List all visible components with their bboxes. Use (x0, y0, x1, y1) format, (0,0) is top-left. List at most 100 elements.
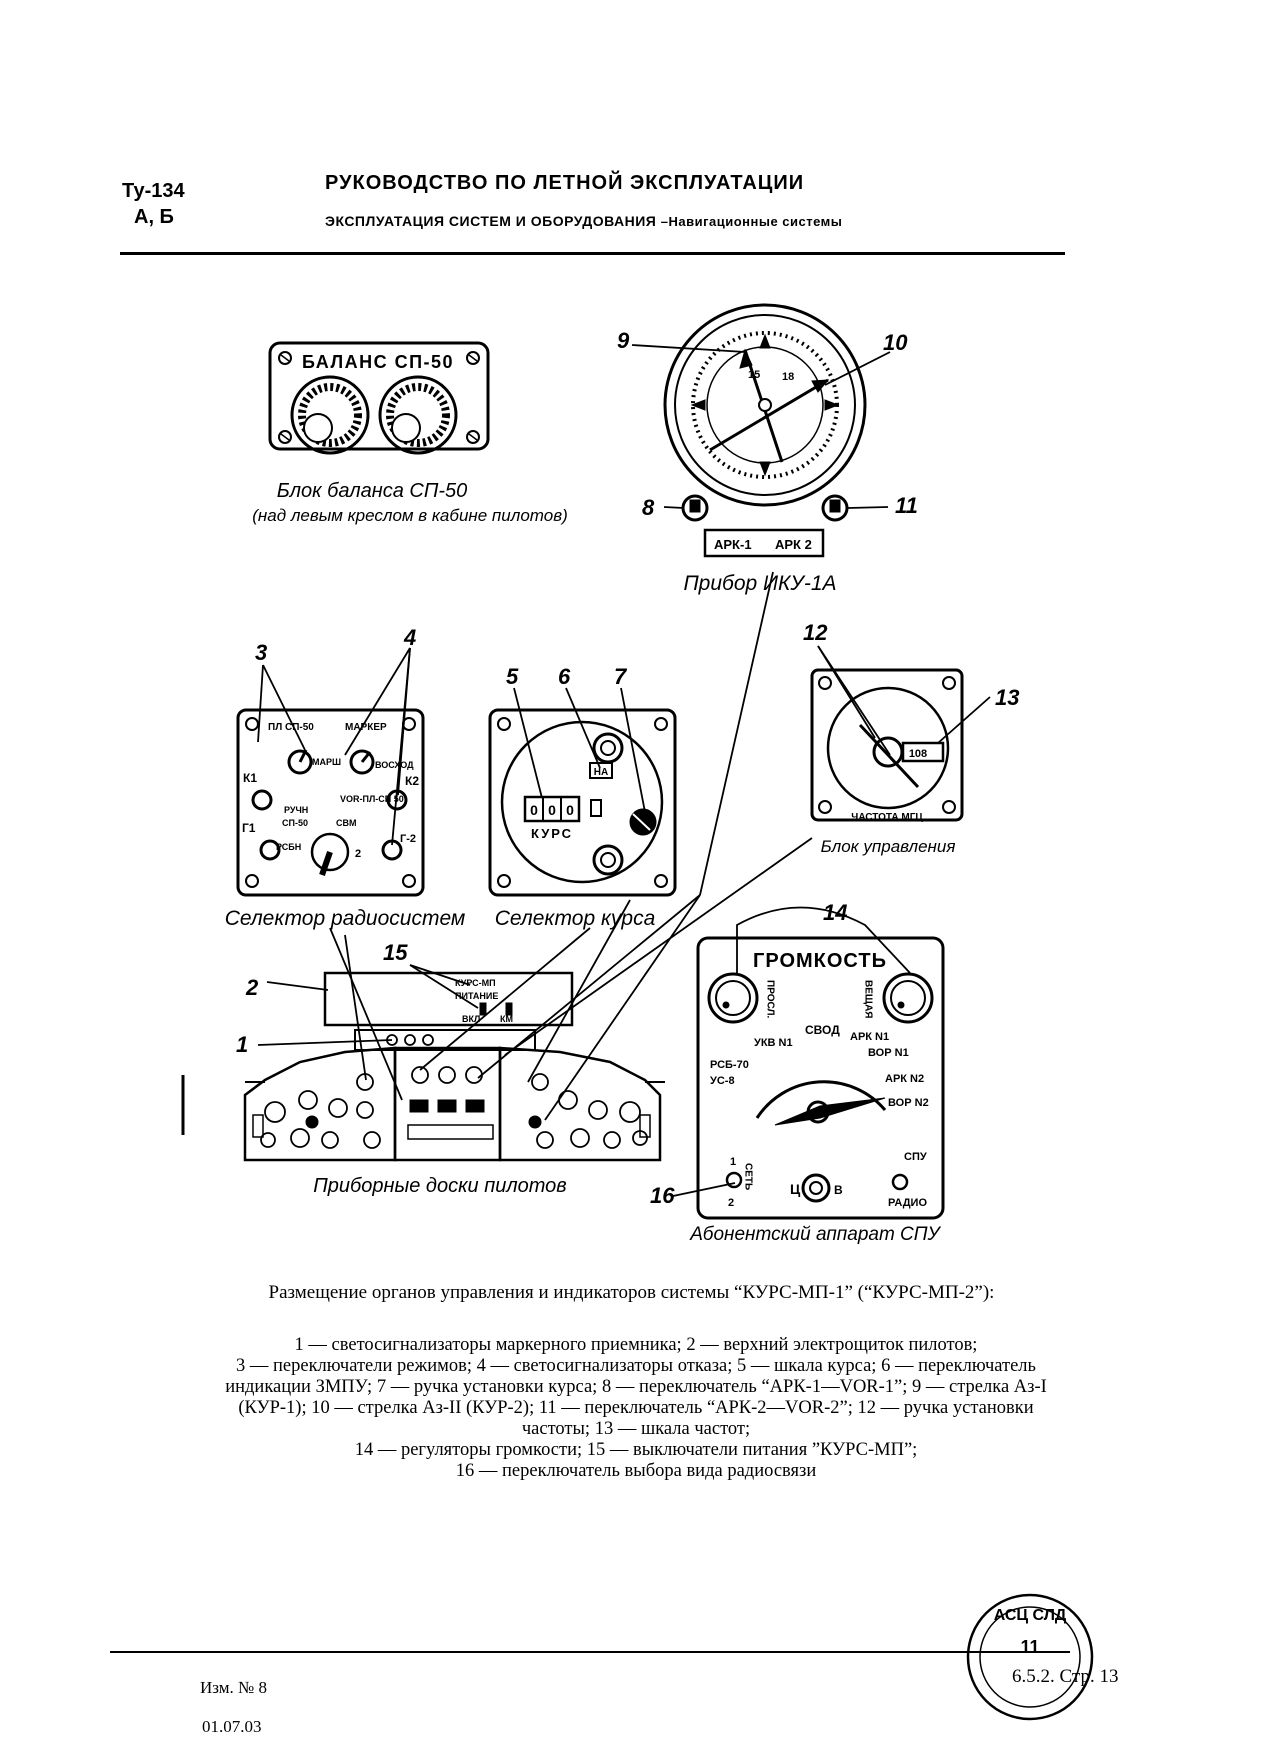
course-selector-caption: Селектор курса (495, 907, 656, 930)
legend-line: индикации ЗМПУ; 7 — ручка установки курс… (225, 1377, 1047, 1397)
sel-label-sp50: СП-50 (282, 818, 308, 828)
volume-label: ГРОМКОСТЬ (753, 950, 887, 972)
na-label: НА (594, 767, 608, 778)
callout-13: 13 (995, 685, 1019, 710)
volume-knob-broadcast (882, 972, 934, 1024)
callout-7: 7 (614, 664, 628, 689)
balance-block-sp50: БАЛАНС СП-50 Блок баланса СП-50 (над лев… (252, 341, 568, 525)
volume-knob-listen (707, 972, 759, 1024)
course-scale (523, 795, 581, 823)
upper-electro-panel: КУРС-МП ПИТАНИЕ ВКЛ КМ (323, 971, 574, 1027)
dial-18: 18 (782, 371, 794, 383)
balance-knob-left (290, 375, 370, 455)
course-digit-2: 0 (548, 802, 556, 818)
pos-vor2: ВОР N2 (888, 1097, 929, 1109)
pos-ark1: АРК N1 (850, 1031, 889, 1043)
document-title: РУКОВОДСТВО ПО ЛЕТНОЙ ЭКСПЛУАТАЦИИ (325, 172, 805, 194)
v-label: В (834, 1183, 843, 1197)
pos-rsb70: РСБ-70 (710, 1059, 749, 1071)
electro-label-vkl: ВКЛ (462, 1014, 480, 1024)
switch-arc1-vor1 (681, 494, 709, 522)
electro-label-pitanie: ПИТАНИЕ (455, 991, 498, 1001)
course-label: КУРС (531, 826, 573, 841)
frequency-scale (901, 741, 945, 763)
callout-9: 9 (617, 328, 630, 353)
page-number: 6.5.2. Стр. 13 (1012, 1666, 1119, 1687)
listen-label: ПРОСЛ. (765, 980, 776, 1018)
callout-5: 5 (506, 664, 519, 689)
electro-label-kurs: КУРС-МП (455, 978, 496, 988)
spu-subscriber-unit: ГРОМКОСТЬ ПРОСЛ. ВЕЩАЯ УКВ N1 СВОД АРК N… (689, 936, 945, 1245)
callout-15: 15 (383, 940, 408, 965)
callout-12: 12 (803, 620, 828, 645)
stamp-text: АСЦ СЛД (994, 1607, 1067, 1624)
pos-ukv1: УКВ N1 (754, 1037, 793, 1049)
course-set-knob (629, 808, 657, 836)
arc1-label: АРК-1 (714, 537, 752, 552)
callout-4: 4 (403, 625, 416, 650)
sel-label-marsh: МАРШ (312, 757, 341, 767)
arc2-label: АРК 2 (775, 537, 812, 552)
spu-label: СПУ (904, 1151, 927, 1163)
certification-stamp: АСЦ СЛД 11 (966, 1593, 1094, 1721)
balance-knob-right (378, 375, 458, 455)
pos-us8: УС-8 (710, 1075, 735, 1087)
sel-label-k1: К1 (243, 771, 257, 785)
callout-6: 6 (558, 664, 571, 689)
sel-label-pl: ПЛ СП-50 (268, 722, 314, 733)
stamp-number: 11 (1020, 1637, 1039, 1657)
frequency-label: ЧАСТОТА МГЦ (851, 812, 923, 823)
revision-date: 01.07.03 (202, 1717, 262, 1736)
callout-14: 14 (823, 900, 847, 925)
pointer-az-2 (709, 378, 829, 452)
leader-lines (257, 344, 991, 1197)
sel-label-svm: СВМ (336, 818, 357, 828)
course-digit-1: 0 (530, 802, 538, 818)
sel-label-2: 2 (355, 848, 361, 860)
aircraft-type: Ту-134 (122, 180, 185, 202)
callout-1: 1 (236, 1032, 248, 1057)
callout-16: 16 (650, 1183, 675, 1208)
broadcast-label: ВЕЩАЯ (863, 980, 874, 1019)
control-block-caption: Блок управления (821, 837, 956, 856)
figure-caption: Размещение органов управления и индикато… (268, 1282, 995, 1303)
switch-arc2-vor2 (821, 494, 849, 522)
figure-legend: 1 — светосигнализаторы маркерного приемн… (136, 1335, 1136, 1482)
callout-10: 10 (883, 330, 908, 355)
sel-label-marker: МАРКЕР (345, 722, 387, 733)
aircraft-designation: Ту-134 А, Б (122, 178, 185, 230)
iku-1a-indicator: 15 18 АРК-1 АРК 2 Прибор ИКУ-1А (663, 303, 867, 595)
document-subtitle: ЭКСПЛУАТАЦИЯ СИСТЕМ И ОБОРУДОВАНИЯ –Нави… (325, 213, 842, 229)
sel-label-g1: Г1 (242, 821, 256, 835)
frequency-display: 108 (909, 748, 927, 760)
sel-label-g2: Г-2 (400, 833, 416, 845)
course-digit-3: 0 (566, 802, 574, 818)
sel-label-k2: К2 (405, 774, 419, 788)
net-2-label: 2 (728, 1197, 734, 1209)
control-block: 108 ЧАСТОТА МГЦ Блок управления (810, 668, 964, 856)
c-label: Ц (790, 1181, 801, 1197)
callout-2: 2 (245, 975, 259, 1000)
chapter-title: ЭКСПЛУАТАЦИЯ СИСТЕМ И ОБОРУДОВАНИЯ (325, 213, 657, 229)
legend-line: 1 — светосигнализаторы маркерного приемн… (294, 1335, 978, 1355)
radio-selector-caption: Селектор радиосистем (225, 907, 466, 930)
balance-block-location: (над левым креслом в кабине пилотов) (252, 506, 568, 525)
section-title: –Навигационные системы (660, 214, 843, 229)
aircraft-variants: А, Б (134, 206, 174, 228)
mode-selector-knob (774, 1097, 886, 1126)
pos-svod: СВОД (805, 1023, 840, 1037)
electro-label-km: КМ (500, 1014, 513, 1024)
balance-panel-label: БАЛАНС СП-50 (302, 352, 454, 372)
header-rule (120, 252, 1065, 255)
callout-8: 8 (642, 495, 655, 520)
legend-line: 3 — переключатели режимов; 4 — светосигн… (236, 1356, 1036, 1376)
footer-rule (110, 1651, 1070, 1653)
callout-numbers: 2 1 3 4 5 6 7 8 9 10 11 12 13 14 15 16 (236, 328, 1019, 1208)
iku-caption: Прибор ИКУ-1А (683, 572, 836, 595)
radio-label: РАДИО (888, 1197, 927, 1209)
callout-3: 3 (255, 640, 267, 665)
legend-line: (КУР-1); 10 — стрелка Аз-II (КУР-2); 11 … (238, 1398, 1034, 1418)
legend-line: 16 — переключатель выбора вида радиосвяз… (455, 1461, 817, 1481)
pos-vor1: ВОР N1 (868, 1047, 909, 1059)
pos-ark2: АРК N2 (885, 1073, 924, 1085)
